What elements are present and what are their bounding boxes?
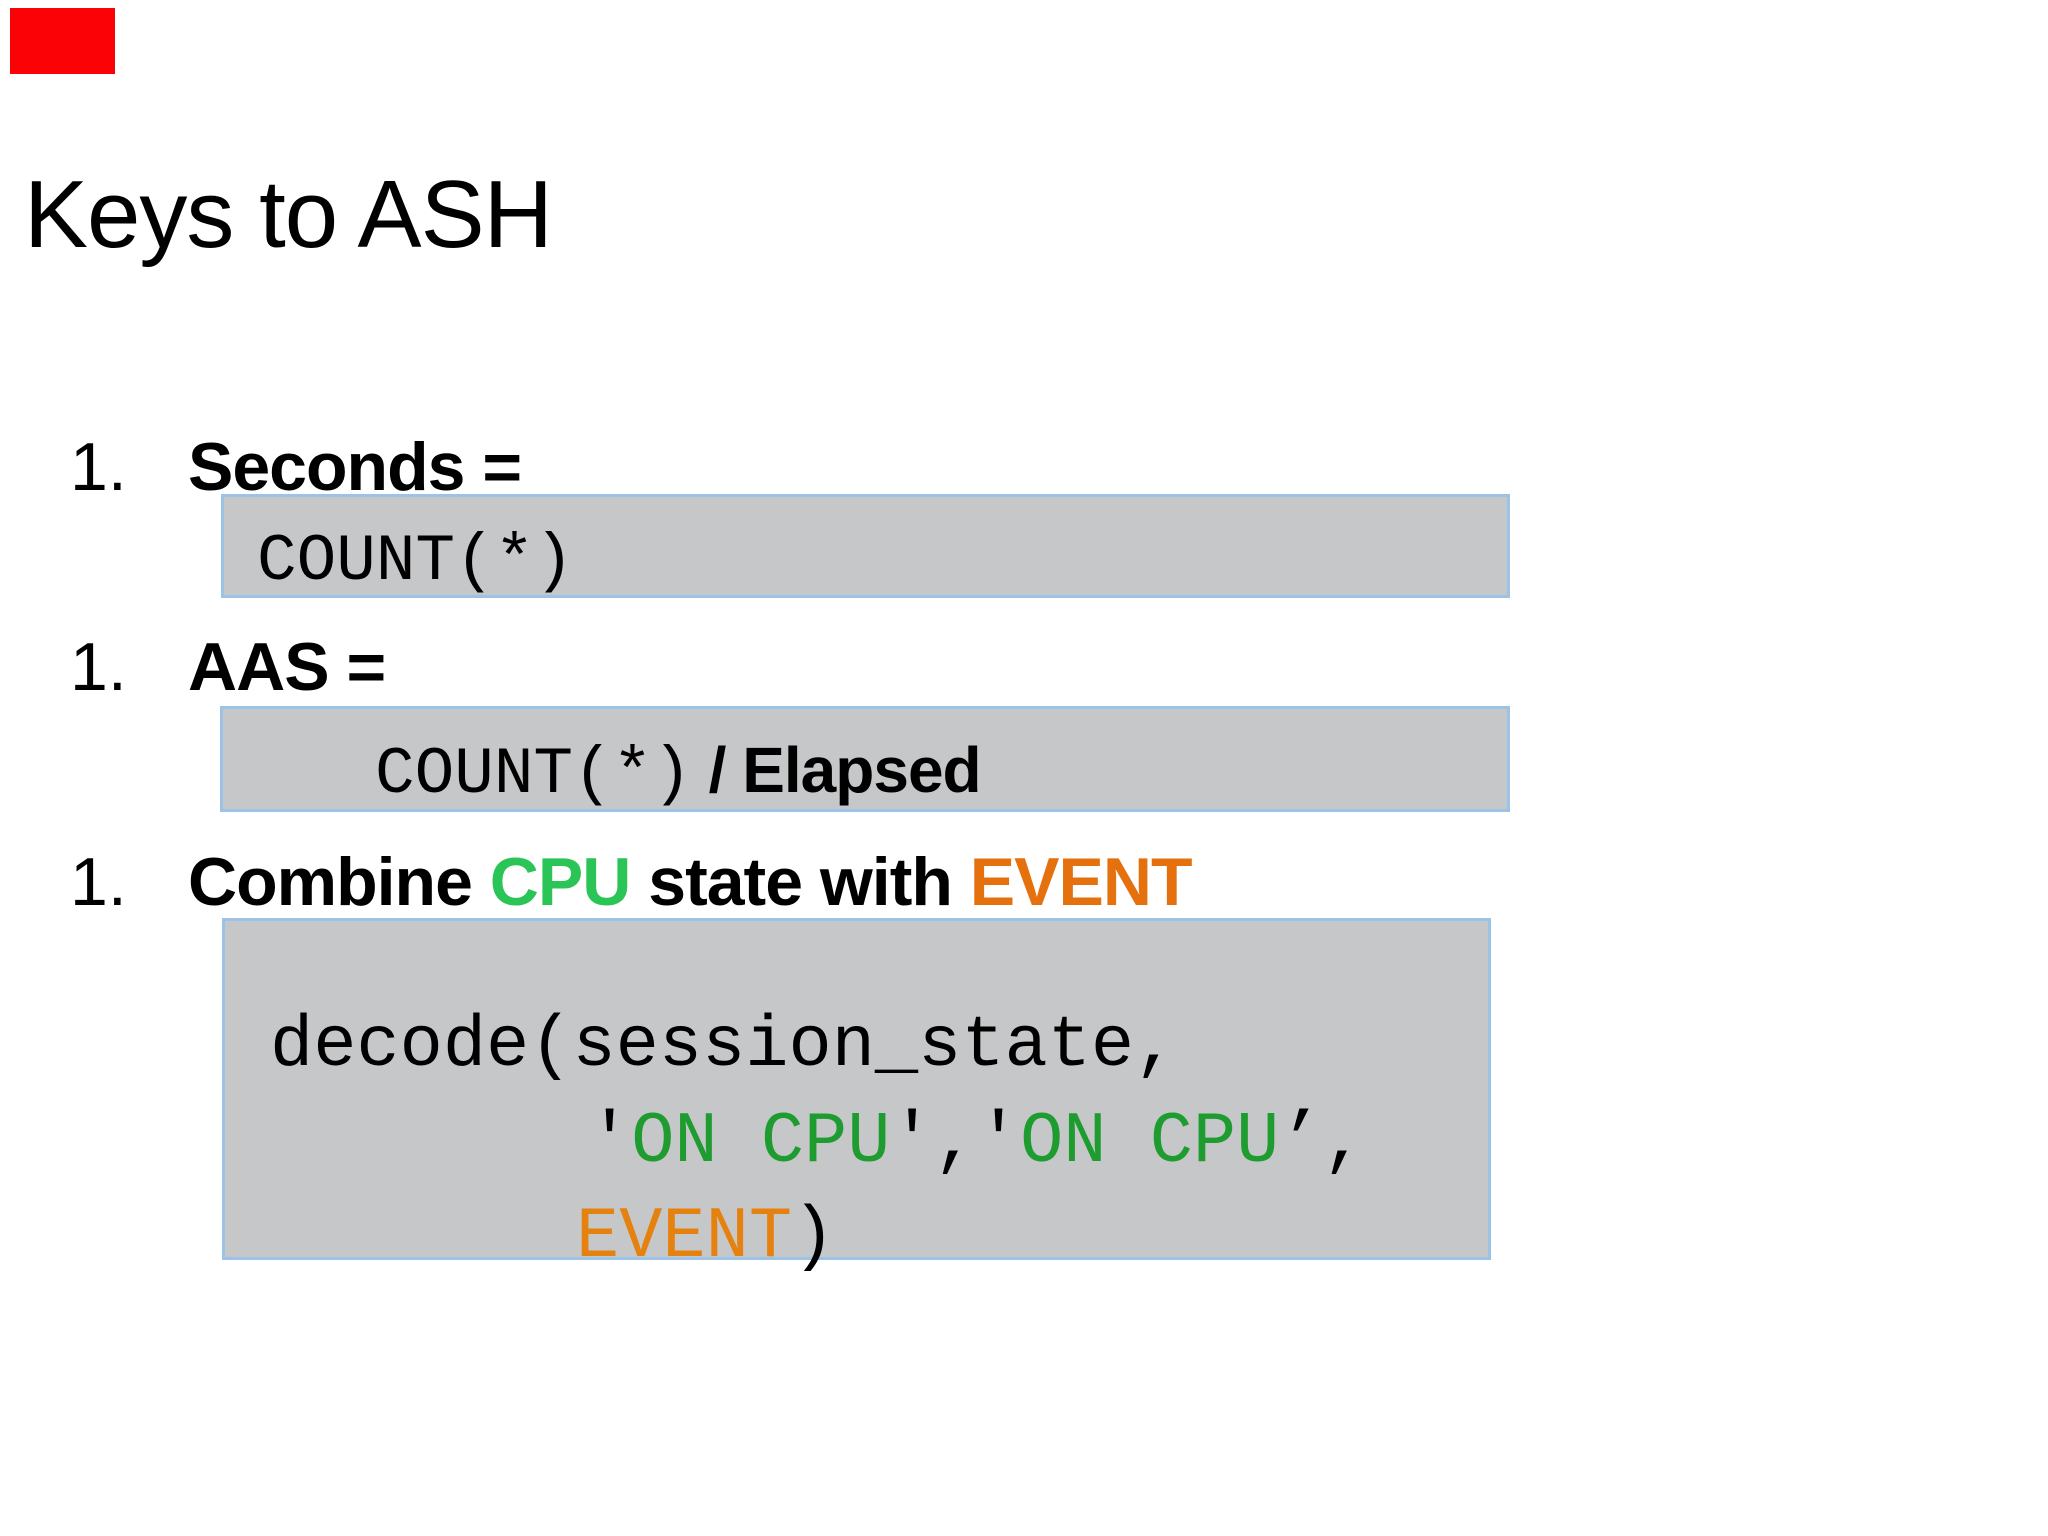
code-box-count: COUNT(*) (221, 494, 1510, 598)
text-segment: EVENT (576, 1196, 793, 1278)
text-segment: COUNT(*) (257, 524, 574, 599)
list-item-2-number: 1. (70, 629, 127, 705)
list-item-1-label: Seconds = (188, 429, 522, 505)
text-segment: ON CPU (631, 1101, 891, 1183)
text-segment: Combine (188, 844, 490, 920)
list-item-3-label: Combine CPU state with EVENT (188, 843, 1193, 921)
text-segment: / Elapsed (691, 734, 982, 806)
text-segment: ' (588, 1101, 632, 1183)
code-box-aas: COUNT(*) / Elapsed (220, 706, 1510, 812)
code-line: 'ON CPU','ON CPU’, (588, 1104, 1366, 1181)
code-line: EVENT) (576, 1199, 835, 1276)
text-segment: state with (630, 844, 970, 920)
text-segment: ',' (890, 1101, 1021, 1183)
page-title: Keys to ASH (24, 161, 553, 268)
list-item-1-number: 1. (70, 429, 127, 505)
text-segment: decode(session_state, (270, 1005, 1178, 1087)
text-segment: COUNT(*) (375, 737, 692, 812)
code-line: COUNT(*) / Elapsed (375, 734, 982, 812)
text-segment: ON CPU (1020, 1101, 1280, 1183)
code-line: COUNT(*) (257, 527, 574, 596)
code-line: decode(session_state, (270, 1008, 1177, 1085)
list-item-2-label: AAS = (188, 629, 386, 705)
red-indicator-bar (10, 8, 115, 74)
text-segment: ’, (1279, 1101, 1366, 1183)
list-item-3-number: 1. (70, 844, 127, 920)
code-box-decode: decode(session_state, 'ON CPU','ON CPU’,… (222, 918, 1491, 1275)
text-segment: EVENT (969, 844, 1193, 920)
text-segment: CPU (489, 844, 632, 920)
text-segment: ) (792, 1196, 836, 1278)
